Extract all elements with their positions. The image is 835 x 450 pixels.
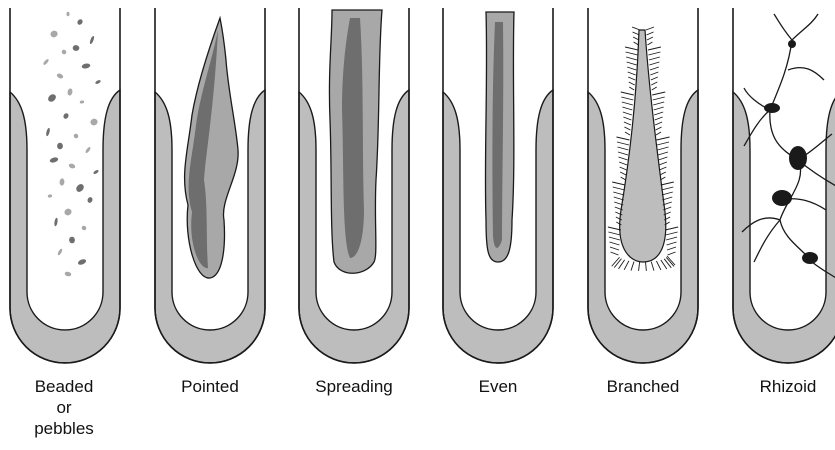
tube-rhizoid — [733, 8, 835, 363]
rhizoid-node — [789, 146, 807, 170]
tube-label-pointed: Pointed — [150, 376, 270, 397]
bead-colony — [67, 12, 70, 16]
tube-beaded — [10, 8, 120, 363]
growth-even — [485, 12, 514, 262]
growth-spreading — [329, 10, 382, 273]
even-growth-core — [492, 22, 503, 248]
tube-pointed — [155, 8, 265, 363]
tube-label-even: Even — [438, 376, 558, 397]
tube-label-beaded: Beaded or pebbles — [4, 376, 124, 439]
rhizoid-node — [788, 40, 796, 48]
rhizoid-node — [802, 252, 818, 264]
tube-branched — [588, 8, 698, 363]
rhizoid-node — [772, 190, 792, 206]
tube-label-spreading: Spreading — [294, 376, 414, 397]
tube-even — [443, 8, 553, 363]
spreading-growth-core — [342, 18, 364, 258]
rhizoid-node — [764, 103, 780, 113]
tube-spreading — [299, 8, 409, 363]
tube-label-rhizoid: Rhizoid — [728, 376, 835, 397]
tube-label-branched: Branched — [583, 376, 703, 397]
